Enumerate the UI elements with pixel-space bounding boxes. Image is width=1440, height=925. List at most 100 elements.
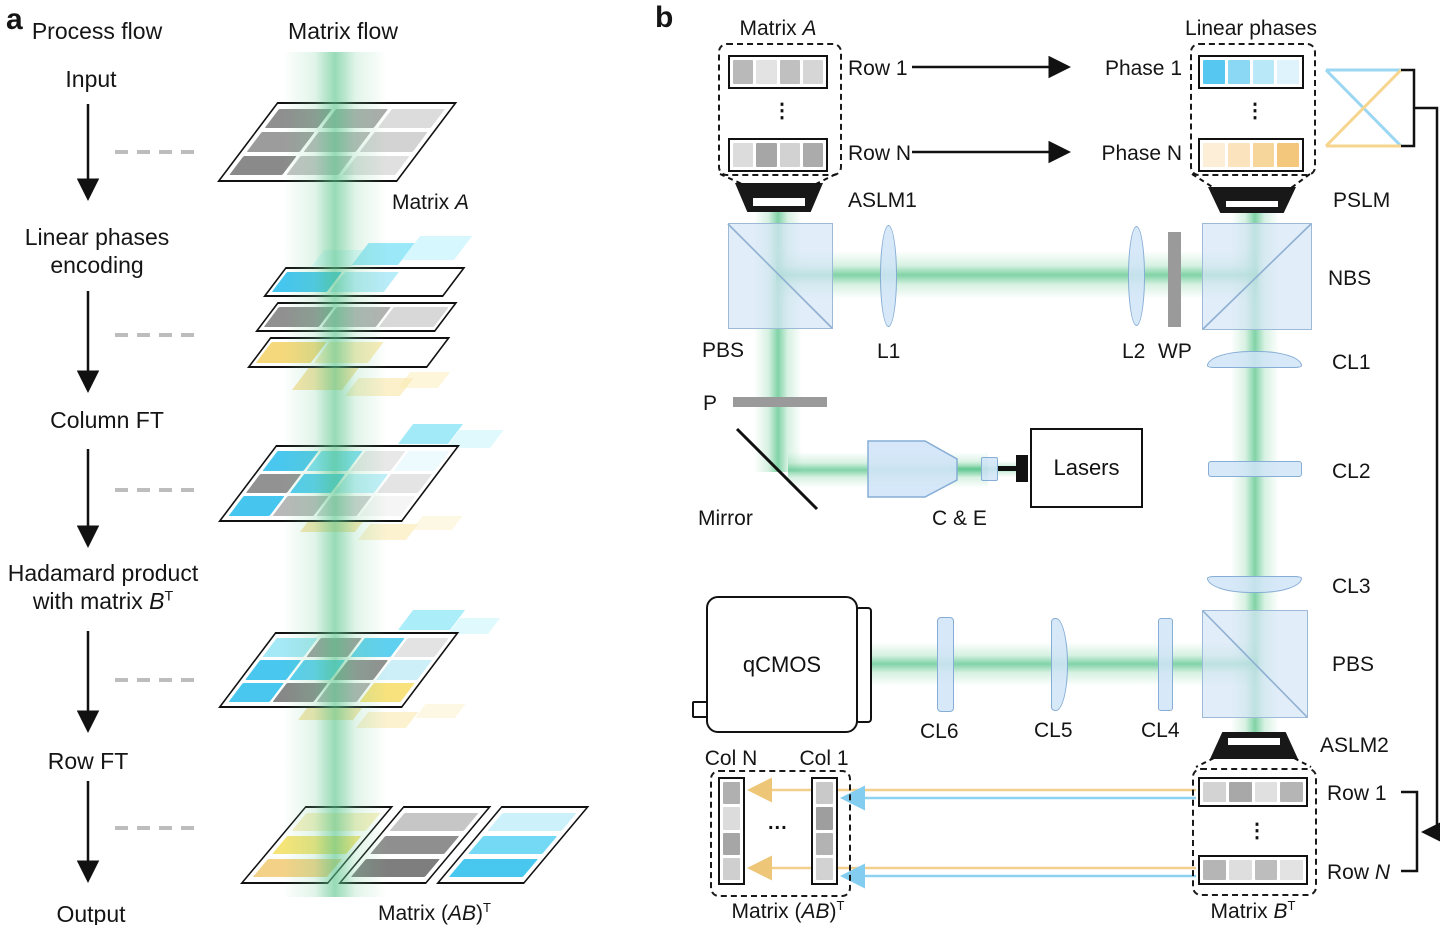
aslm1-label: ASLM1 — [848, 189, 917, 212]
matrix-cell — [1228, 782, 1252, 802]
matrix-b-italic: B — [1273, 900, 1288, 923]
lens-cl2 — [1208, 461, 1302, 477]
lasers-box — [1030, 428, 1143, 508]
matrix-cell — [779, 143, 800, 167]
step-linear-line1: Linear phases — [24, 224, 170, 250]
qcmos-label: qCMOS — [742, 651, 822, 677]
colN-strip — [718, 777, 745, 885]
matrix-cell — [723, 807, 740, 830]
matrix-cell — [350, 859, 440, 877]
matrix-ab-prefix: Matrix ( — [378, 902, 448, 925]
l2-label: L2 — [1122, 340, 1146, 363]
matrix-a-label-italic: A — [455, 191, 470, 214]
cl6-label: CL6 — [920, 720, 959, 743]
colN-label: Col N — [704, 747, 758, 770]
matrix-ab-close: ) — [476, 902, 484, 925]
step-row-ft: Row FT — [47, 748, 129, 774]
matrix-b-rowN-strip — [1198, 855, 1308, 885]
matrix-cell — [1254, 860, 1278, 880]
cl5-label: CL5 — [1034, 719, 1073, 742]
blue-cross-diagonal — [1324, 68, 1403, 148]
step-input: Input — [65, 66, 117, 92]
matrix-cell — [1203, 143, 1225, 167]
matrix-cell — [291, 813, 381, 831]
matrix-a-box-title: Matrix A — [739, 16, 816, 41]
matrix-b-row1-strip — [1198, 777, 1308, 807]
cl3-label: CL3 — [1332, 575, 1371, 598]
matrix-cell — [723, 857, 740, 880]
matrix-cell — [723, 782, 740, 805]
polarizer — [733, 397, 827, 407]
cl4-label: CL4 — [1141, 719, 1180, 742]
matrix-ab-b-close: ) — [829, 900, 837, 923]
matrix-cell — [1203, 60, 1225, 84]
matrix-cell — [1252, 60, 1275, 84]
matrix-a-label: Matrix A — [392, 190, 469, 215]
column-ft-grid — [218, 445, 461, 522]
matrix-a-rowN-strip — [728, 138, 828, 172]
matrix-cell — [246, 132, 315, 152]
phaseN-label: Phase N — [1101, 142, 1182, 165]
matrix-cell — [1228, 860, 1252, 880]
ghost-yellow — [358, 524, 419, 540]
yellow-cross-diagonal — [1324, 68, 1403, 148]
matrix-cell — [1277, 143, 1299, 167]
matrix-ab-b-sup: T — [836, 898, 845, 913]
pslm-connector — [1191, 173, 1311, 189]
matrix-ab-sup: T — [483, 900, 491, 915]
matrix-cell — [1280, 782, 1303, 802]
lens-cl4 — [1158, 618, 1173, 711]
p-label: P — [703, 392, 718, 415]
pbs-bottom-cube — [1202, 610, 1308, 718]
matrix-ab-dashed-box — [710, 770, 851, 897]
matrix-cell — [379, 307, 449, 327]
lasers-label: Lasers — [1053, 455, 1120, 480]
qcmos-body — [706, 596, 858, 733]
pbs-bottom-label: PBS — [1332, 653, 1375, 676]
matrix-cell — [264, 109, 332, 129]
lens-cl5 — [1051, 618, 1068, 711]
matrix-flow-header: Matrix flow — [288, 18, 398, 44]
matrix-cell — [1277, 60, 1299, 84]
rowN-right-prefix: Row — [1327, 861, 1375, 884]
step-hadamard-line2: with matrix — [32, 587, 150, 614]
process-flow-header: Process flow — [31, 18, 163, 44]
step-linear-phases: Linear phases encoding — [25, 224, 170, 279]
matrix-b-vdots: ⋮ — [1247, 820, 1268, 842]
fiber-tip — [981, 457, 998, 481]
matrix-cell — [1203, 860, 1226, 880]
matrix-cell — [1254, 782, 1278, 802]
step-column-ft: Column FT — [50, 407, 164, 433]
matrix-cell — [802, 60, 823, 84]
feedback-line — [1414, 106, 1440, 844]
l1-label: L1 — [877, 340, 901, 363]
matrix-ab-b-prefix: Matrix ( — [731, 900, 802, 923]
matrix-a-title-italic: A — [802, 17, 817, 40]
cl2-label: CL2 — [1332, 460, 1371, 483]
rowN-label: Row N — [848, 142, 912, 165]
aslm2-connector — [1195, 757, 1312, 768]
step-output: Output — [56, 901, 126, 925]
step-hadamard: Hadamard product with matrix BT — [8, 560, 199, 615]
aslm2-device — [1210, 732, 1298, 759]
matrix-cell — [1227, 143, 1250, 167]
pbs-top-cube — [728, 223, 833, 329]
matrix-b-dashed-box — [1192, 768, 1317, 896]
step-hadamard-line1: Hadamard product — [7, 560, 199, 586]
matrix-cell — [1280, 860, 1303, 880]
matrix-cell — [342, 155, 410, 175]
matrix-cell — [229, 155, 297, 175]
hadamard-grid — [218, 632, 460, 708]
step-hadamard-sup: T — [164, 587, 174, 604]
panel-b-tag: b — [655, 1, 674, 34]
lens-cl3 — [1207, 576, 1302, 593]
pslm-device — [1208, 187, 1296, 213]
linear-strip-yellow — [247, 337, 451, 368]
matrix-cell — [779, 60, 800, 84]
rowN-right-label: Row N — [1327, 860, 1390, 885]
matrix-ab-italic: AB — [448, 902, 477, 925]
matrix-cell — [816, 832, 833, 855]
ghost-yellow — [292, 368, 359, 390]
col1-strip — [811, 777, 838, 885]
